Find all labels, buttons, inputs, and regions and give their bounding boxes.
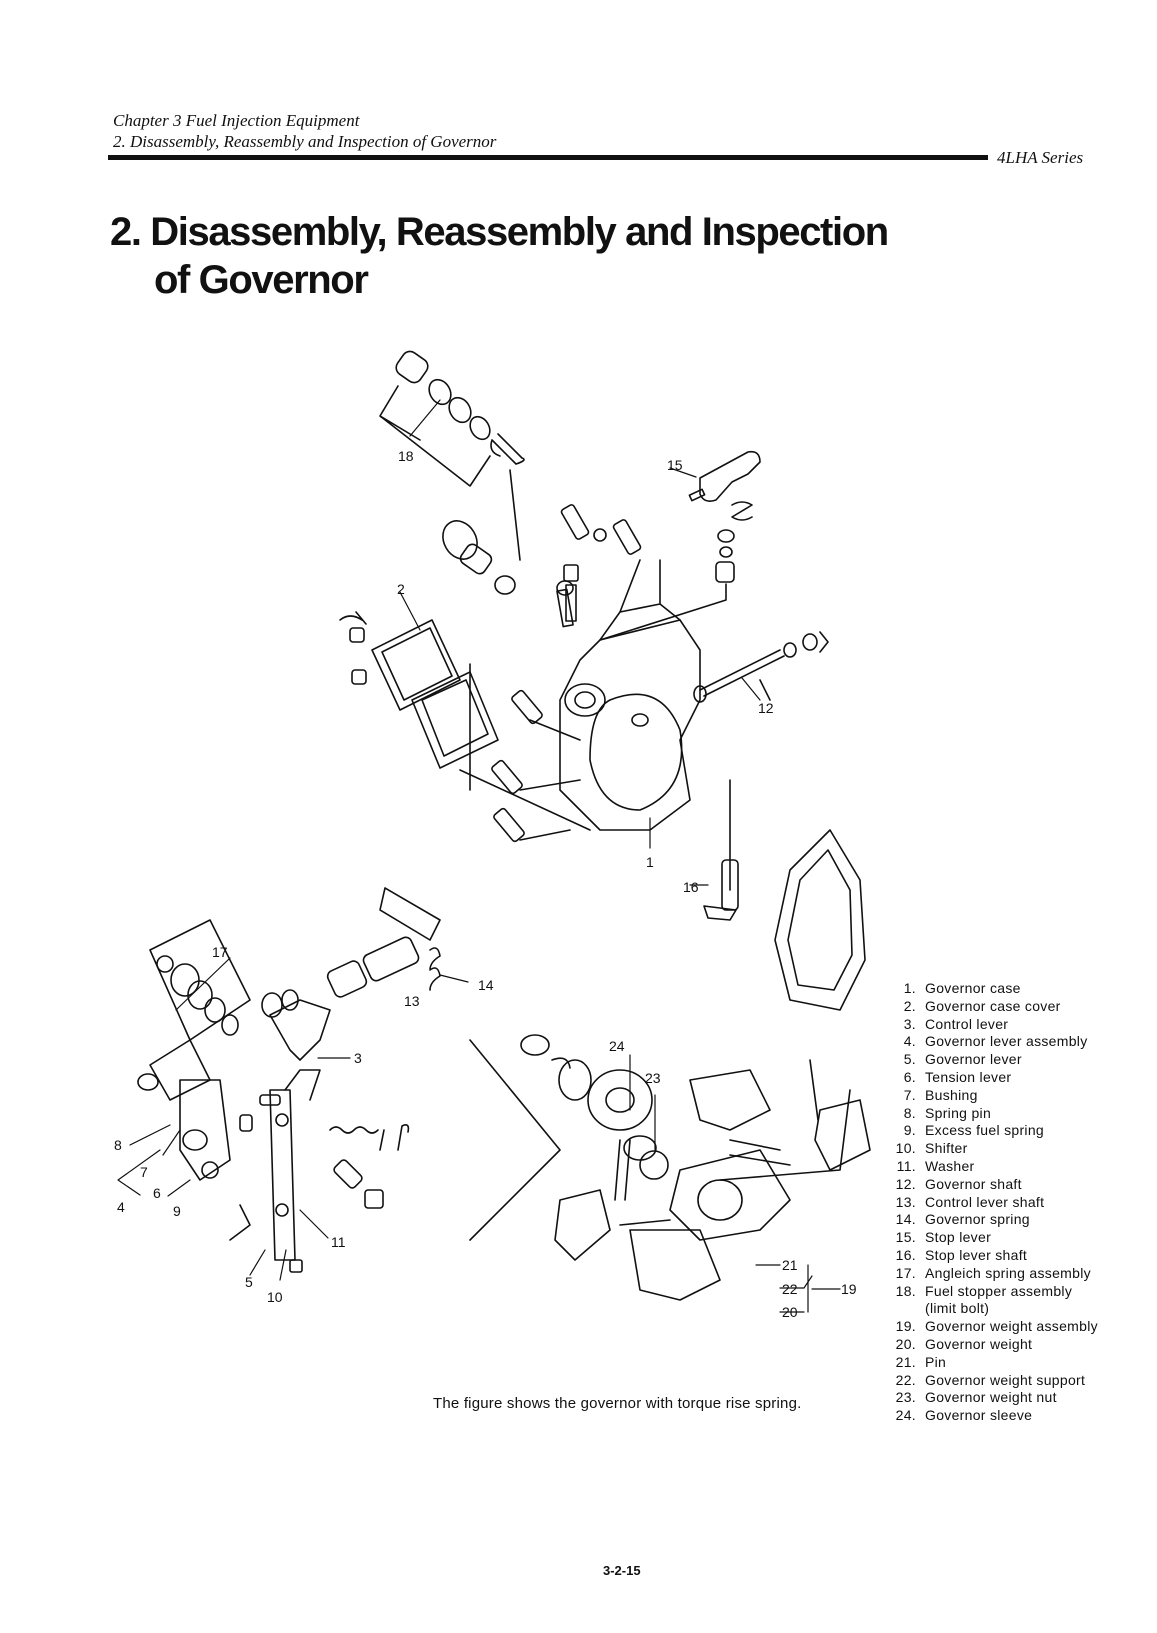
callout-7: 7 [140,1164,148,1180]
page-title-line-1: 2. Disassembly, Reassembly and Inspectio… [110,210,889,254]
legend-item: 19.Governor weight assembly [895,1318,1098,1335]
legend-item: 13.Control lever shaft [895,1193,1045,1210]
callout-15: 15 [667,457,683,473]
legend-item: 1.Governor case [903,980,1021,996]
stop-lever-shaft-drawing [703,779,739,921]
page-number: 3-2-15 [603,1563,641,1578]
figure-caption: The figure shows the governor with torqu… [433,1395,802,1412]
gasket-drawing [774,829,866,1011]
callout-22: 22 [782,1281,798,1297]
legend-item: 6.Tension lever [903,1068,1012,1085]
legend-item: 5.Governor lever [903,1051,1022,1068]
stop-lever-drawing [599,450,761,641]
running-header-section: 2. Disassembly, Reassembly and Inspectio… [113,132,497,151]
legend-item: 9.Excess fuel spring [903,1122,1045,1139]
callout-23: 23 [645,1070,661,1086]
callout-16: 16 [683,879,699,895]
running-header-series: 4LHA Series [997,148,1084,167]
running-header-chapter: Chapter 3 Fuel Injection Equipment [113,111,360,130]
case-cover-drawing [339,611,499,791]
legend-item: 15.Stop lever [895,1229,992,1246]
callout-6: 6 [153,1185,161,1201]
legend-item: 17.Angleich spring assembly [895,1264,1091,1281]
legend-item: 14.Governor spring [895,1211,1030,1228]
legend-item: 21.Pin [895,1353,947,1370]
callout-17: 17 [212,944,228,960]
governor-case-drawing [459,559,701,831]
legend-item: 18.Fuel stopper assembly [895,1282,1073,1299]
callout-14: 14 [478,977,494,993]
legend-item: 12.Governor shaft [895,1175,1022,1192]
page-title-line-2: of Governor [154,258,369,302]
callout-3: 3 [354,1050,362,1066]
legend-item: 20.Governor weight [895,1335,1033,1352]
leader-lines [117,399,841,1313]
legend-item: 3.Control lever [903,1015,1009,1032]
callout-12: 12 [758,700,774,716]
callout-13: 13 [404,993,420,1009]
callout-numbers: 18 15 2 12 1 16 17 14 13 3 24 23 8 7 6 4… [114,448,857,1320]
callout-1: 1 [646,854,654,870]
upper-bolts-drawing [442,504,642,622]
legend-item: 10.Shifter [895,1140,968,1157]
diagram-line-art [117,350,871,1313]
lever-assembly-drawing [137,887,441,1273]
callout-8: 8 [114,1137,122,1153]
callout-9: 9 [173,1203,181,1219]
callout-24: 24 [609,1038,625,1054]
callout-18: 18 [398,448,414,464]
callout-10: 10 [267,1289,283,1305]
governor-weight-assembly-drawing [469,1034,871,1301]
legend-item: 4.Governor lever assembly [903,1033,1088,1050]
legend-item: 23.Governor weight nut [895,1389,1057,1406]
callout-5: 5 [245,1274,253,1290]
legend-item: 11.Washer [896,1157,975,1174]
fuel-stopper-assembly-drawing [379,350,525,561]
callout-4: 4 [117,1199,125,1215]
governor-shaft-drawing [693,631,829,703]
callout-21: 21 [782,1257,798,1273]
lower-bolts-drawing [491,689,581,843]
callout-19: 19 [841,1281,857,1297]
legend-item: 22.Governor weight support [895,1371,1086,1388]
callout-2: 2 [397,581,405,597]
header-rule [108,155,988,160]
legend-item: 8.Spring pin [903,1104,992,1121]
legend-item: 2.Governor case cover [903,997,1061,1014]
legend-item: 24.Governor sleeve [895,1407,1033,1424]
callout-20: 20 [782,1304,798,1320]
legend-item-continuation: (limit bolt) [925,1300,990,1317]
legend-item: 7.Bushing [903,1086,978,1103]
legend-item: 16.Stop lever shaft [895,1246,1028,1263]
parts-legend: 1.Governor case 2.Governor case cover 3.… [890,980,1098,1425]
callout-11: 11 [331,1234,346,1250]
